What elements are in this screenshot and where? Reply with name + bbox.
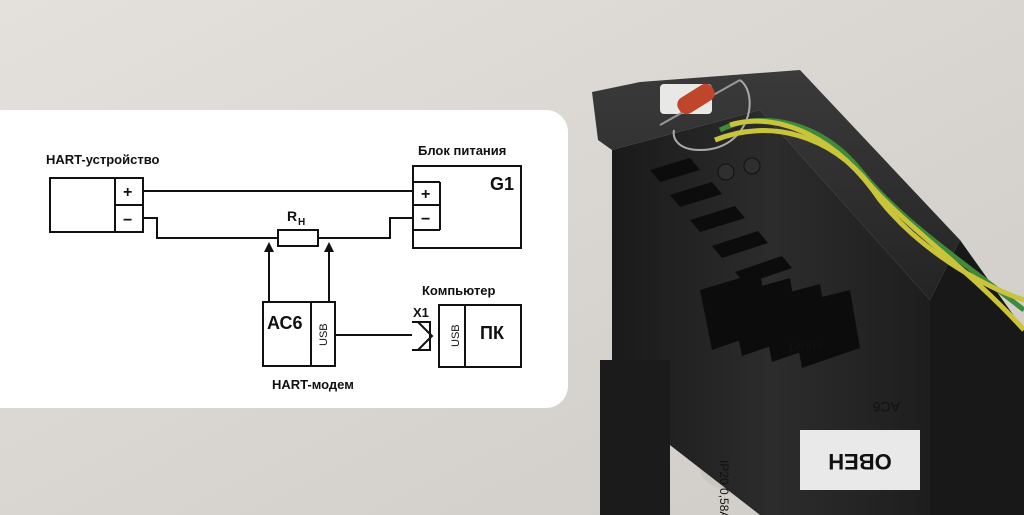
device-minus-sign: − (123, 212, 132, 229)
arrow-head-left (264, 242, 274, 252)
brand-plate (800, 430, 920, 490)
arrow-head-right (324, 242, 334, 252)
power-supply-label: Блок питания (418, 143, 506, 158)
brand-logo: ОВЕН (828, 449, 892, 474)
device-model-label: AC6 (873, 399, 900, 415)
computer-usb-label: USB (450, 324, 462, 347)
resistor-label: R (287, 208, 297, 224)
screw (717, 163, 735, 181)
ground-wires (714, 117, 1024, 332)
power-supply-box (412, 165, 522, 249)
power-supply-name: G1 (490, 174, 514, 194)
computer-label: Компьютер (422, 283, 496, 298)
hart-device-label: HART-устройство (46, 152, 160, 167)
device-rating-text: IP20 0,58A (717, 460, 731, 515)
modem-usb-label: USB (318, 323, 330, 346)
device-mount (600, 360, 670, 515)
schematic (49, 165, 522, 368)
hart-modem-device: HART AC6 ОВЕН IP20 0,58A (592, 70, 1024, 515)
screw (743, 157, 761, 175)
connector-x1 (412, 321, 431, 351)
schematic-panel (0, 110, 568, 408)
negative-line-left (143, 217, 278, 239)
computer-name: ПК (480, 323, 505, 343)
negative-line-right (318, 217, 413, 239)
modem-caption: HART-модем (272, 377, 354, 392)
supply-minus-sign: − (421, 211, 430, 228)
supply-plus-sign: + (421, 186, 430, 203)
device-plus-sign: + (123, 184, 132, 201)
device-side-label: HART (787, 339, 822, 354)
resistor-subscript: Н (298, 217, 305, 228)
computer-box (438, 304, 522, 368)
device-top (592, 70, 960, 300)
connector-label: X1 (413, 305, 429, 320)
vent-slots (650, 158, 860, 368)
resistor-photo (659, 79, 751, 152)
modem-name: АС6 (267, 313, 303, 333)
